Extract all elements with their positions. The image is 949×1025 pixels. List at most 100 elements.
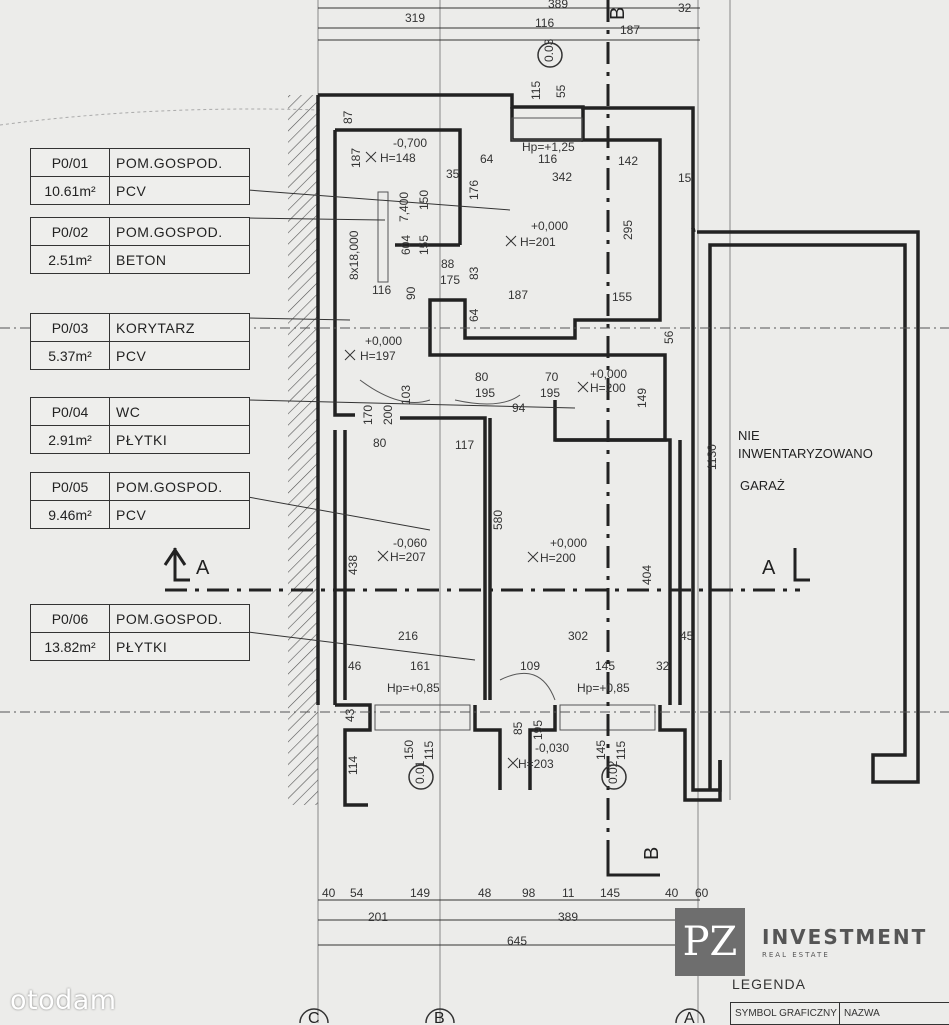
window-tag-002: 0.02 xyxy=(606,760,620,784)
room-id: P0/04 xyxy=(31,398,110,425)
dim-195b: 195 xyxy=(540,386,560,400)
dim-175: 175 xyxy=(440,273,460,287)
dim-187b: 187 xyxy=(508,288,528,302)
dim-top-116: 116 xyxy=(535,16,554,30)
dim-64: 64 xyxy=(480,152,494,166)
dim-604: 604 xyxy=(399,235,413,255)
dim-43: 43 xyxy=(343,708,357,722)
dim-145a: 145 xyxy=(595,659,615,673)
garage-label-2: INWENTARYZOWANO xyxy=(738,446,873,461)
height-7: H=203 xyxy=(518,757,554,771)
dim-150b: 150 xyxy=(402,740,416,760)
dim-145b: 145 xyxy=(594,740,608,760)
dim-88: 88 xyxy=(441,257,455,271)
dim-b-11: 11 xyxy=(562,886,575,900)
logo-sub: REAL ESTATE xyxy=(762,951,830,959)
height-2: H=201 xyxy=(520,235,556,249)
dim-64b: 64 xyxy=(467,308,481,322)
dim-15: 15 xyxy=(678,171,692,185)
dim-top-187: 187 xyxy=(620,23,640,37)
room-name: POM.GOSPOD. xyxy=(116,154,223,171)
dim-top-55: 55 xyxy=(554,84,568,98)
dim-109: 109 xyxy=(520,659,540,673)
section-label-b-top: B xyxy=(607,7,629,20)
level-2: +0,000 xyxy=(531,219,568,233)
room-id: P0/02 xyxy=(31,218,110,245)
room-id: P0/06 xyxy=(31,605,110,632)
dim-56: 56 xyxy=(662,330,676,344)
dim-404: 404 xyxy=(640,565,654,585)
dim-1130: 1130 xyxy=(705,444,719,470)
dim-85: 85 xyxy=(511,721,525,735)
room-name: WC xyxy=(116,403,141,420)
dim-b-145: 145 xyxy=(600,886,620,900)
room-id: P0/03 xyxy=(31,314,110,341)
room-name: POM.GOSPOD. xyxy=(116,478,223,495)
dim-b-54: 54 xyxy=(350,886,364,900)
room-area: 9.46m² xyxy=(31,501,110,528)
dim-stairs: 8x18,000 xyxy=(347,230,361,280)
dim-b-60: 60 xyxy=(695,886,709,900)
logo-name: INVESTMENT xyxy=(762,925,928,949)
dim-b-201: 201 xyxy=(368,910,388,924)
level-7: -0,030 xyxy=(535,741,569,755)
room-floor: PCV xyxy=(116,347,147,364)
dim-b-149: 149 xyxy=(410,886,430,900)
dim-117: 117 xyxy=(455,438,474,452)
hp-right: Hp=+0,85 xyxy=(577,681,630,695)
dim-b-98: 98 xyxy=(522,886,536,900)
dim-342: 342 xyxy=(552,170,572,184)
garage-label-1: NIE xyxy=(738,428,760,443)
dim-46: 46 xyxy=(348,659,362,673)
dim-302: 302 xyxy=(568,629,588,643)
level-4: +0,000 xyxy=(590,367,627,381)
dim-83: 83 xyxy=(467,266,481,280)
legend-table: SYMBOL GRAFICZNY NAZWA xyxy=(730,1002,949,1025)
dim-155b: 155 xyxy=(612,290,632,304)
dim-top-32: 32 xyxy=(678,1,692,15)
room-area: 2.51m² xyxy=(31,246,110,273)
room-id: P0/05 xyxy=(31,473,110,500)
dim-200: 200 xyxy=(381,405,395,425)
dim-161: 161 xyxy=(410,659,430,673)
room-name: POM.GOSPOD. xyxy=(116,610,223,627)
watermark: otodam xyxy=(10,985,117,1016)
logo-mark: PZ xyxy=(675,908,745,976)
height-5: H=207 xyxy=(390,550,426,564)
dim-116b: 116 xyxy=(538,152,557,166)
axis-c: C xyxy=(308,1010,320,1023)
legend-col-symbol: SYMBOL GRAFICZNY xyxy=(731,1003,840,1024)
dim-70: 70 xyxy=(545,370,559,384)
dim-b-40: 40 xyxy=(322,886,336,900)
room-floor: BETON xyxy=(116,251,167,268)
axis-b: B xyxy=(434,1010,445,1023)
dim-b-645: 645 xyxy=(507,934,527,948)
room-floor: PCV xyxy=(116,182,147,199)
window-tag-001: 0.01 xyxy=(413,760,427,784)
height-6: H=200 xyxy=(540,551,576,565)
section-label-b-bottom: B xyxy=(641,847,663,860)
dim-170: 170 xyxy=(361,405,375,425)
dim-142: 142 xyxy=(618,154,638,168)
dim-80b: 80 xyxy=(373,436,387,450)
dim-7400: 7,400 xyxy=(397,192,411,222)
dim-216: 216 xyxy=(398,629,418,643)
dim-176: 176 xyxy=(467,180,481,200)
dim-116c: 116 xyxy=(372,283,391,297)
dim-150: 150 xyxy=(417,190,431,210)
dim-195c: 195 xyxy=(531,720,545,740)
height-1: H=148 xyxy=(380,151,416,165)
dim-top-389: 389 xyxy=(548,0,568,11)
level-1: -0,700 xyxy=(393,136,427,150)
dim-top-115: 115 xyxy=(529,81,543,100)
dim-438: 438 xyxy=(346,555,360,575)
room-id: P0/01 xyxy=(31,149,110,176)
axis-a: A xyxy=(684,1010,695,1023)
section-label-a-left: A xyxy=(196,557,210,579)
room-area: 2.91m² xyxy=(31,426,110,453)
legend-col-name: NAZWA xyxy=(844,1008,880,1019)
